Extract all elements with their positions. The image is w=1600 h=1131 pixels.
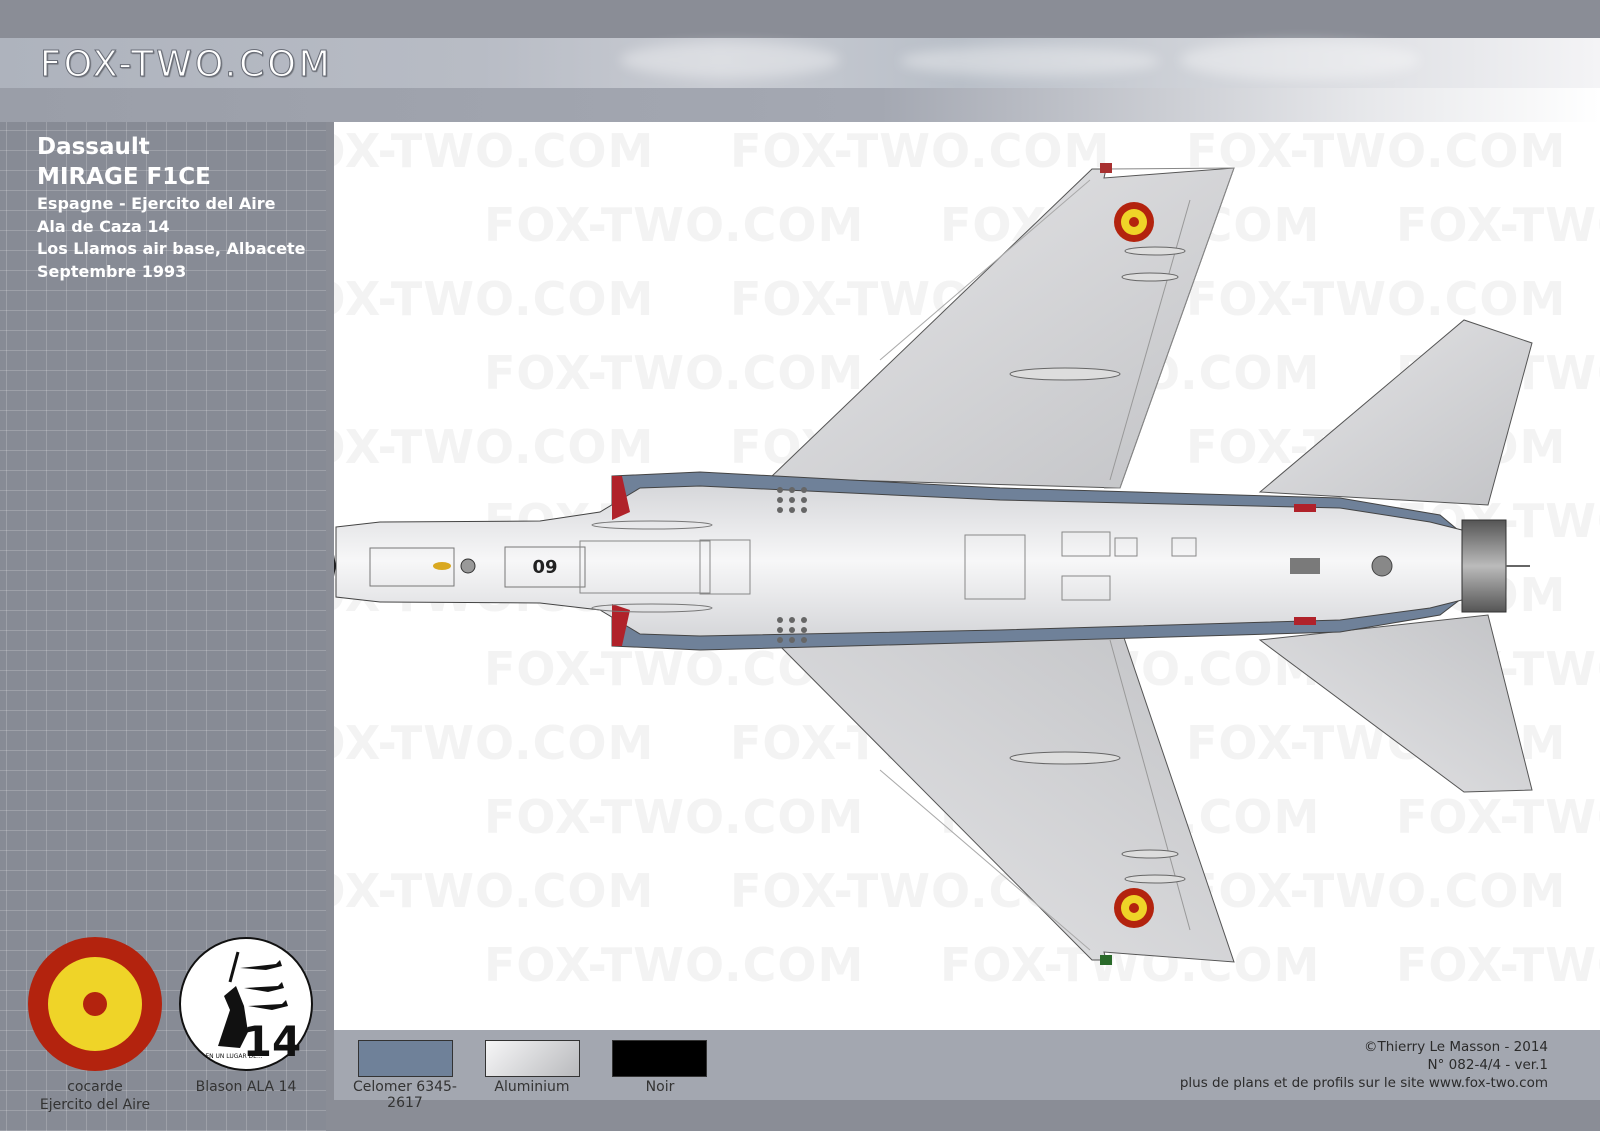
credits: ©Thierry Le Masson - 2014 N° 082-4/4 - v… — [1180, 1038, 1548, 1092]
watermark-text: FOX-TWO.COM — [484, 790, 865, 844]
watermark-text: FOX-TWO.COM — [334, 716, 655, 770]
watermark-text: FOX-TWO.COM — [1186, 864, 1567, 918]
legend-label: Noir — [645, 1079, 675, 1095]
legend-swatch — [612, 1040, 707, 1077]
header-banner — [0, 38, 1600, 88]
watermark-text: FOX-TWO.COM — [334, 864, 655, 918]
unit-name: Ala de Caza 14 — [37, 216, 170, 236]
lower-wing — [768, 625, 1235, 963]
model-name: MIRAGE F1CE — [37, 164, 211, 190]
manufacturer: Dassault — [37, 134, 150, 160]
legend-label: Celomer 6345-2617 — [353, 1079, 457, 1111]
jet-silhouette — [240, 960, 282, 970]
top-bar — [0, 0, 1600, 38]
knight-silhouette — [218, 986, 248, 1048]
credit-number: N° 082-4/4 - ver.1 — [1427, 1057, 1548, 1073]
credit-author: ©Thierry Le Masson - 2014 — [1364, 1039, 1548, 1055]
watermark-text: FOX-TWO.COM — [484, 346, 865, 400]
nose-cone — [334, 554, 336, 577]
cocarde-caption: cocarde Ejercito del Aire — [39, 1079, 151, 1113]
badge-caption: Blason ALA 14 — [195, 1079, 297, 1095]
watermark-text: FOX-TWO.COM — [484, 938, 865, 992]
air-force: Espagne - Ejercito del Aire — [37, 194, 276, 213]
upper-tailplane — [1258, 319, 1533, 506]
watermark-text: FOX-TWO.COM — [334, 124, 655, 178]
legend-swatch — [485, 1040, 580, 1077]
site-logo[interactable]: FOX-TWO.COM — [40, 44, 333, 86]
watermark-text: FOX-TWO.COM — [1396, 790, 1600, 844]
aircraft-plan-view: 60 — [334, 163, 1533, 965]
legend-label: Aluminium — [494, 1079, 570, 1095]
watermark-text: FOX-TWO.COM — [1186, 124, 1567, 178]
header-subbar — [0, 88, 1600, 122]
credit-site[interactable]: plus de plans et de profils sur le site … — [1179, 1075, 1548, 1091]
unit-badge: 14 EN UN LUGAR DE... — [179, 937, 313, 1071]
watermark-text: FOX-TWO.COM — [1396, 938, 1600, 992]
date: Septembre 1993 — [37, 261, 187, 281]
base-name: Los Llamos air base, Albacete — [37, 239, 306, 258]
badge-number: 14 — [243, 1017, 301, 1066]
watermark-text: FOX-TWO.COM — [730, 124, 1111, 178]
watermark-text: FOX-TWO.COM — [484, 198, 865, 252]
watermark-text: FOX-TWO.COM — [1186, 272, 1567, 326]
upper-wing — [768, 167, 1235, 489]
bottom-bar — [334, 1100, 1600, 1131]
aircraft-info: Dassault MIRAGE F1CE Espagne - Ejercito … — [37, 133, 305, 283]
drawing-canvas: FOX-TWO.COM FOX-TWO.COM FOX-TWO.COM FOX-TWO… — [334, 122, 1600, 1030]
watermark-text: FOX-TWO.COM — [334, 272, 655, 326]
legend-swatch — [358, 1040, 453, 1077]
watermark-text: FOX-TWO.COM — [334, 420, 655, 474]
badge-motto: EN UN LUGAR DE... — [205, 1053, 262, 1060]
cocarde-roundel — [28, 937, 162, 1071]
exhaust-nozzle — [1461, 519, 1507, 613]
tail-code: 60 — [532, 555, 557, 576]
sidebar-edge — [326, 122, 334, 1131]
lower-tailplane — [1258, 614, 1533, 793]
watermark-text: FOX-TWO.COM — [1396, 198, 1600, 252]
